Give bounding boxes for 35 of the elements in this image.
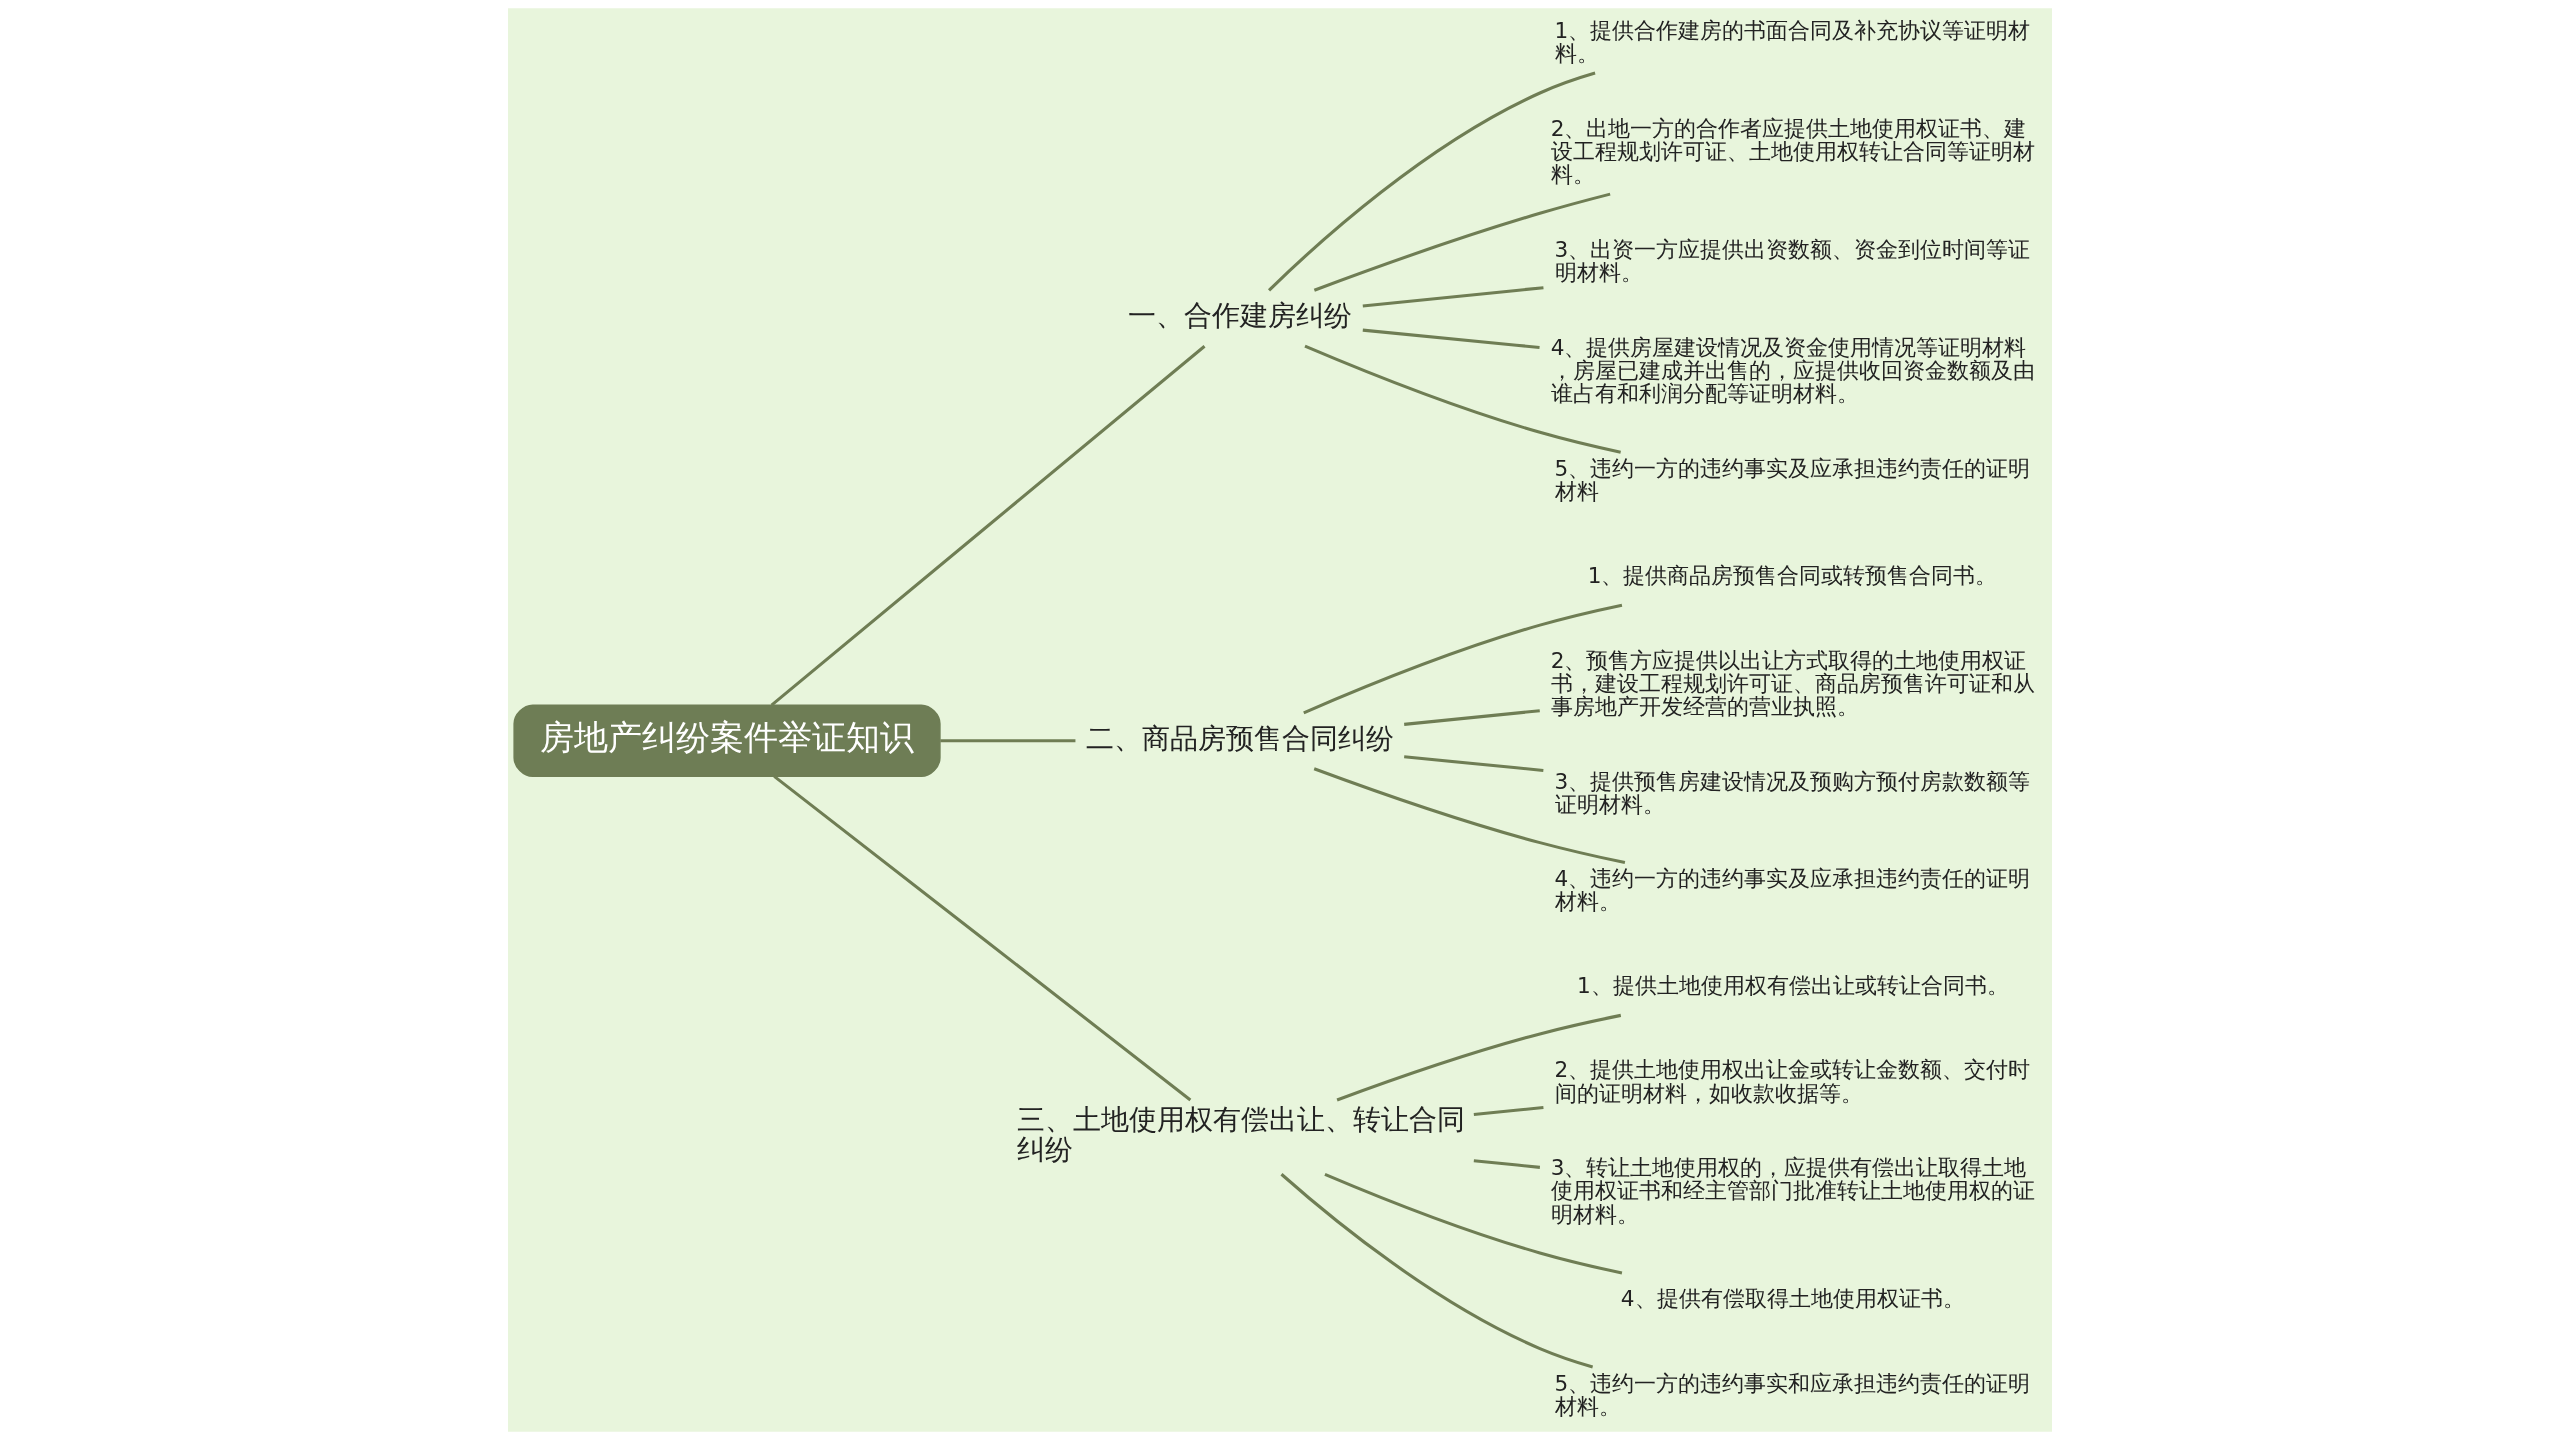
connector	[770, 345, 1206, 707]
connector	[1473, 1159, 1541, 1169]
node-text: 2、提供土地使用权出让金或转让金数额、交付时间的证明材料，如收款收据等。	[1554, 1057, 2031, 1106]
node-text: 2、出地一方的合作者应提供土地使用权证书、建设工程规划许可证、土地使用权转让合同等证明材料。	[1550, 115, 2035, 187]
connector	[1280, 1173, 1594, 1369]
connector	[1268, 71, 1596, 292]
connector	[1473, 1106, 1544, 1116]
node-box: 房地产纠纷案件举证知识	[513, 704, 941, 778]
connector	[1404, 755, 1544, 772]
node-text: 4、提供有偿取得土地使用权证书。	[1620, 1286, 1965, 1312]
node-text: 5、违约一方的违约事实和应承担违约责任的证明材料。	[1554, 1370, 2031, 1419]
node-text: 2、预售方应提供以出让方式取得的土地使用权证书，建设工程规划许可证、商品房预售许可证和从事房地产开发经营的营业执照。	[1550, 647, 2035, 720]
connector	[773, 775, 1192, 1102]
connector	[1362, 286, 1544, 308]
connector	[1313, 767, 1626, 865]
node-text: 4、违约一方的违约事实及应承担违约责任的证明材料。	[1554, 866, 2031, 915]
node-text: 一、合作建房纠纷	[1128, 298, 1353, 332]
connector	[940, 739, 1076, 743]
node-text: 3、出资一方应提供出资数额、资金到位时间等证明材料。	[1554, 236, 2031, 285]
node-text: 1、提供土地使用权有偿出让或转让合同书。	[1576, 973, 2009, 999]
node-text: 4、提供房屋建设情况及资金使用情况等证明材料，房屋已建成并出售的，应提供收回资金数额及由谁占有和利润分配等证明材料。	[1550, 334, 2035, 407]
connector	[1404, 709, 1540, 726]
node-text: 1、提供商品房预售合同或转预售合同书。	[1587, 563, 1998, 589]
node-text: 5、违约一方的违约事实及应承担违约责任的证明材料	[1554, 455, 2031, 504]
connector	[1303, 603, 1623, 715]
connector	[1324, 1172, 1623, 1275]
connector	[1362, 328, 1540, 349]
node-text: 二、商品房预售合同纠纷	[1086, 721, 1395, 755]
connector	[1313, 192, 1611, 292]
connector	[1336, 1013, 1622, 1102]
node-text: 三、土地使用权有偿出让、转让合同纠纷	[1017, 1102, 1466, 1167]
node-text: 3、转让土地使用权的，应提供有偿出让取得土地使用权证书和经主管部门批准转让土地使用权的证明材料。	[1550, 1155, 2035, 1227]
node-text: 3、提供预售房建设情况及预购方预付房款数额等证明材料。	[1554, 768, 2031, 818]
connector	[1304, 344, 1621, 454]
node-text: 1、提供合作建房的书面合同及补充协议等证明材料。	[1554, 17, 2031, 66]
